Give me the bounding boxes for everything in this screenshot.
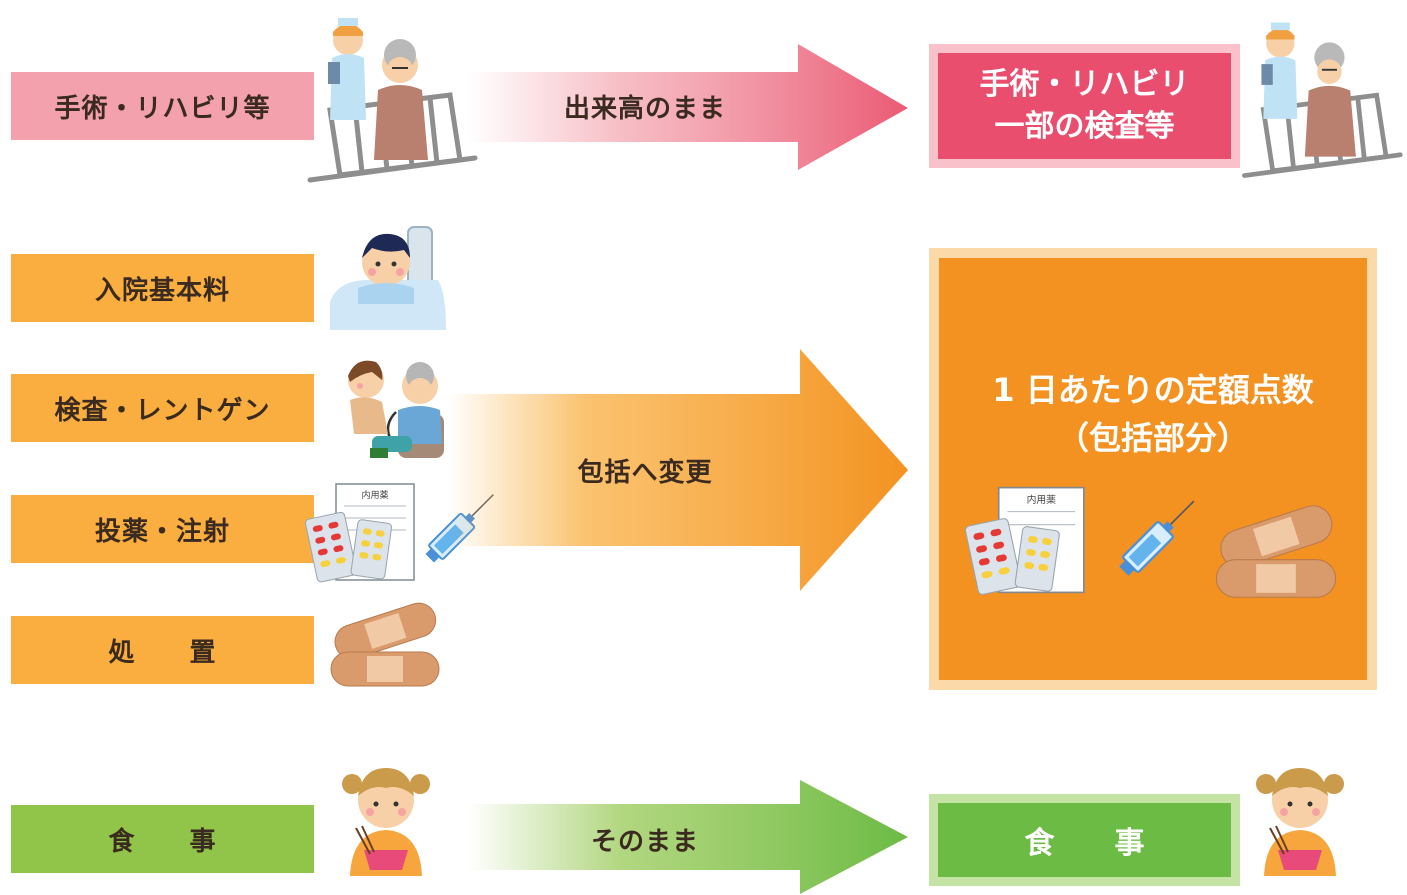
doctor-examination-icon (348, 360, 444, 458)
box-middle-line1: 1 日あたりの定額点数 (992, 371, 1314, 409)
medicine-document-icon: 内用薬 (304, 483, 415, 583)
girl-eating-icon-right (1256, 768, 1344, 876)
arrow-middle-label-text: 包括へ変更 (577, 457, 713, 488)
label-treatment-text: 処 置 (108, 637, 217, 668)
arrow-middle (448, 349, 908, 591)
patient-in-bed-icon (330, 226, 446, 330)
label-surgery-rehab-text: 手術・リハビリ等 (54, 93, 271, 124)
arrow-middle-label: 包括へ変更 (520, 436, 770, 504)
box-top-line1: 手術・リハビリ (979, 67, 1190, 102)
box-top-line2: 一部の検査等 (994, 109, 1175, 144)
arrow-bottom (468, 780, 908, 894)
medicine-document-label-box: 内用薬 (1027, 493, 1057, 506)
label-treatment: 処 置 (11, 616, 314, 684)
arrow-bottom-label-text: そのまま (590, 826, 699, 857)
arrow-top-label-text: 出来高のまま (563, 93, 726, 124)
girl-eating-icon (342, 768, 430, 876)
box-middle-line2: （包括部分） (1056, 419, 1249, 457)
arrow-top-label: 出来高のまま (520, 72, 770, 140)
syringe-icon-box (1119, 500, 1195, 576)
medicine-document-label: 内用薬 (361, 489, 388, 501)
medicine-document-icon-box: 内用薬 (964, 486, 1085, 595)
box-surgery-partial-exam-inner: 手術・リハビリ 一部の検査等 (938, 53, 1231, 159)
label-exam-xray: 検査・レントゲン (11, 374, 314, 442)
label-surgery-rehab: 手術・リハビリ等 (11, 72, 314, 140)
box-bottom-text: 食 事 (1024, 826, 1145, 861)
nurse-elderly-walker-icon-right (1242, 22, 1403, 178)
label-meal: 食 事 (11, 805, 314, 873)
box-meal-inner: 食 事 (938, 803, 1231, 877)
label-medication-injection-text: 投薬・注射 (94, 516, 230, 547)
bandage-icon-box (1215, 505, 1337, 598)
box-daily-fixed-points-inner: 1 日あたりの定額点数 （包括部分） (939, 258, 1367, 680)
label-admission-fee-text: 入院基本料 (94, 275, 230, 306)
label-admission-fee: 入院基本料 (11, 254, 314, 322)
label-medication-injection: 投薬・注射 (11, 495, 314, 563)
bandage-icon (330, 602, 440, 687)
arrow-top (468, 44, 908, 170)
nurse-elderly-walker-icon (307, 18, 478, 183)
label-meal-text: 食 事 (108, 826, 217, 857)
arrow-bottom-label: そのまま (520, 805, 770, 873)
label-exam-xray-text: 検査・レントゲン (54, 395, 271, 426)
